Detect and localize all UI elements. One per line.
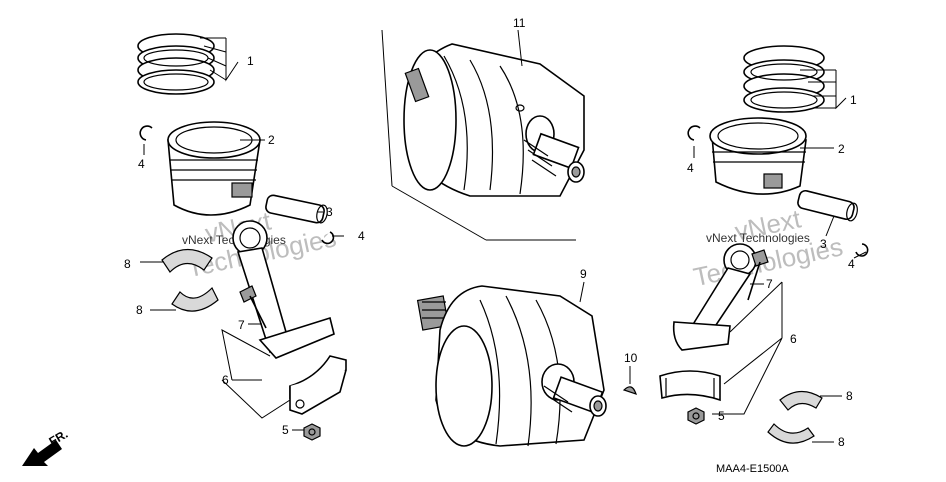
rod-nut-left (303, 423, 321, 441)
crankshaft-lower-spline (416, 295, 450, 331)
piston-clip-left-b (321, 231, 335, 245)
bearing-shell-right-bottom (767, 423, 815, 444)
rod-nut-right (687, 407, 705, 425)
callout-left-piston: 2 (268, 133, 275, 147)
piston-pin-left (265, 194, 328, 224)
callout-left-pin: 3 (326, 205, 333, 219)
callout-left-bolt: 7 (238, 318, 245, 332)
callout-left-rings: 1 (247, 54, 254, 68)
callout-right-bearing-bottom: 8 (838, 435, 845, 449)
crankshaft-lower (416, 285, 607, 447)
bearing-shell-left-top (161, 248, 213, 273)
callout-crank-bottom: 9 (580, 267, 587, 281)
piston-clip-right-a (687, 125, 701, 141)
rod-bolt-right (747, 249, 769, 301)
callout-key: 10 (624, 351, 638, 365)
bearing-shell-right-top (779, 390, 823, 411)
crankshaft-upper-frame (381, 29, 576, 241)
callout-left-bearing-bottom: 8 (136, 303, 143, 317)
bearing-shell-left-bottom (171, 286, 219, 312)
rod-cap-right (659, 370, 721, 402)
piston-right (709, 117, 807, 195)
front-direction-arrow: FR. (22, 427, 70, 466)
rod-bolt-left (239, 285, 267, 329)
callout-right-pin: 3 (820, 237, 827, 251)
piston-left (167, 121, 261, 216)
callout-right-nut: 5 (718, 409, 725, 423)
crankshaft-upper-spline (404, 67, 430, 103)
callout-left-rod: 6 (222, 373, 229, 387)
callout-right-rings: 1 (850, 93, 857, 107)
callout-left-clip-right: 4 (358, 229, 365, 243)
callout-right-piston: 2 (838, 142, 845, 156)
callout-left-bearing-top: 8 (124, 257, 131, 271)
piston-pin-right (797, 189, 858, 222)
callout-right-bearing-top: 8 (846, 389, 853, 403)
callout-left-nut: 5 (282, 423, 289, 437)
callout-right-clip-left: 4 (687, 161, 694, 175)
rod-cap-left (289, 355, 347, 415)
piston-clip-left-a (139, 125, 153, 141)
watermark-right-inline: vNext Technologies (706, 231, 810, 245)
callout-right-rod: 6 (790, 332, 797, 346)
crankshaft-lower-end (541, 363, 607, 417)
piston-rings-right (743, 45, 825, 113)
crankshaft-upper (403, 43, 585, 197)
crankshaft-upper-end (523, 115, 585, 183)
callout-right-clip-right: 4 (848, 257, 855, 271)
connecting-rod-left (232, 220, 335, 359)
diagram-code: MAA4-E1500A (716, 463, 789, 475)
callout-right-bolt: 7 (766, 277, 773, 291)
callout-crank-top: 11 (513, 16, 526, 30)
piston-rings-left (137, 33, 215, 95)
callout-left-clip-left: 4 (138, 157, 145, 171)
woodruff-key (622, 386, 637, 395)
